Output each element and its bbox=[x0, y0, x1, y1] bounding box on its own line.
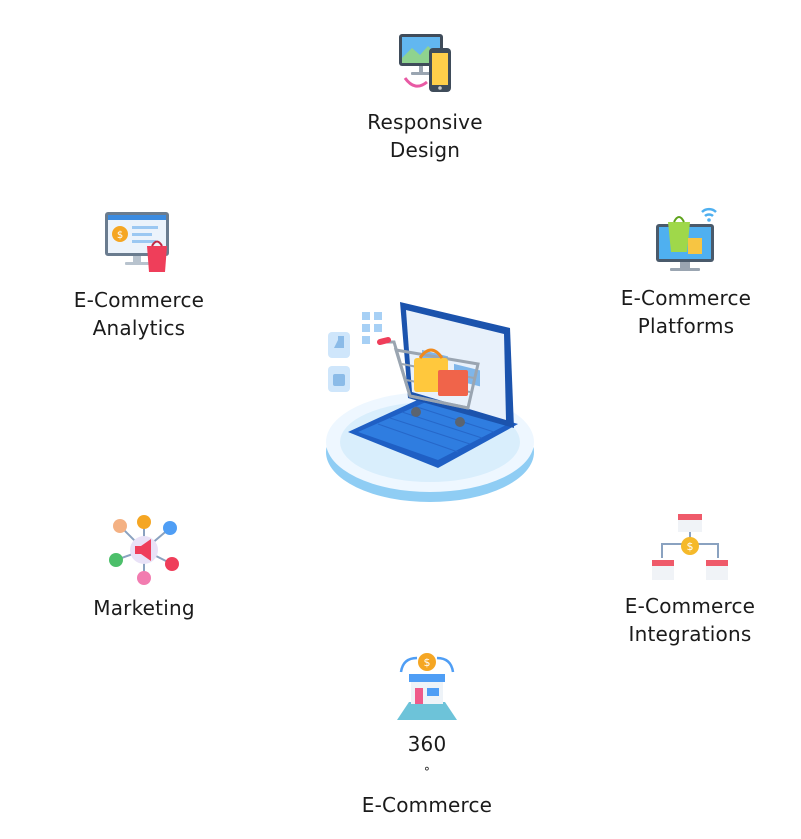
node-marketing: Marketing bbox=[64, 514, 224, 622]
shopping-cart bbox=[377, 337, 480, 427]
node-responsive-design: Responsive Design bbox=[345, 28, 505, 164]
store-network-coin-icon: $ bbox=[650, 512, 730, 584]
shop-monitor-bag-icon: $ bbox=[99, 206, 179, 278]
laptop-shopping-cart-icon bbox=[326, 302, 534, 502]
node-label: 360° E-Commerce bbox=[361, 732, 493, 817]
svg-text:$: $ bbox=[424, 656, 431, 669]
node-ecommerce-integrations: $ E-Commerce Integrations bbox=[610, 512, 770, 648]
responsive-devices-icon bbox=[385, 28, 465, 100]
node-ecommerce-analytics: $ E-Commerce Analytics bbox=[59, 206, 219, 342]
node-label: E-Commerce Integrations bbox=[624, 594, 756, 646]
svg-text:$: $ bbox=[687, 540, 694, 553]
svg-text:$: $ bbox=[117, 230, 123, 241]
node-label: E-Commerce Analytics bbox=[73, 288, 205, 340]
node-label: Responsive Design bbox=[367, 110, 483, 162]
monitor-wifi-bag-icon bbox=[646, 204, 726, 276]
store-coin-cycle-icon: $ bbox=[387, 650, 467, 722]
node-label: E-Commerce Platforms bbox=[620, 286, 752, 338]
node-360-ecommerce: $ 360° E-Commerce bbox=[347, 650, 507, 819]
center-illustration bbox=[318, 292, 542, 516]
node-ecommerce-platforms: E-Commerce Platforms bbox=[606, 204, 766, 340]
megaphone-network-icon bbox=[104, 514, 184, 586]
node-label: Marketing bbox=[93, 596, 195, 620]
